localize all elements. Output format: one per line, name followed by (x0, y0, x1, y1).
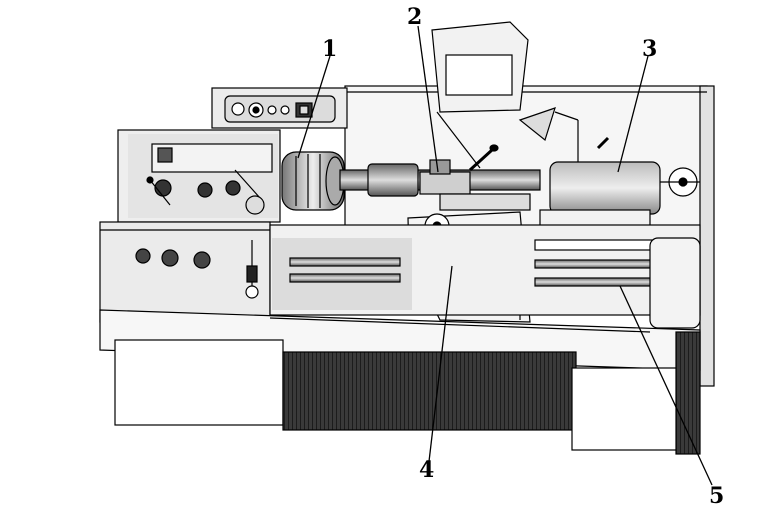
leader-4 (427, 265, 453, 471)
leader-2 (417, 25, 439, 173)
leader-5 (619, 285, 713, 486)
callout-leaders (297, 25, 713, 486)
gearbox (99, 221, 271, 323)
leader-3 (617, 55, 649, 173)
chip-shield (431, 21, 529, 169)
callout-2: 2 (407, 4, 423, 30)
spindle-chuck (281, 151, 345, 211)
callout-4: 4 (419, 457, 435, 483)
headstock (117, 129, 281, 223)
machine-base (114, 331, 701, 455)
control-panel-box (211, 87, 348, 129)
callout-5: 5 (709, 483, 725, 509)
leader-1 (297, 55, 331, 159)
lathe-bed (269, 224, 701, 329)
callout-1: 1 (322, 36, 338, 62)
tool-post (419, 144, 531, 211)
callout-3: 3 (642, 36, 658, 62)
